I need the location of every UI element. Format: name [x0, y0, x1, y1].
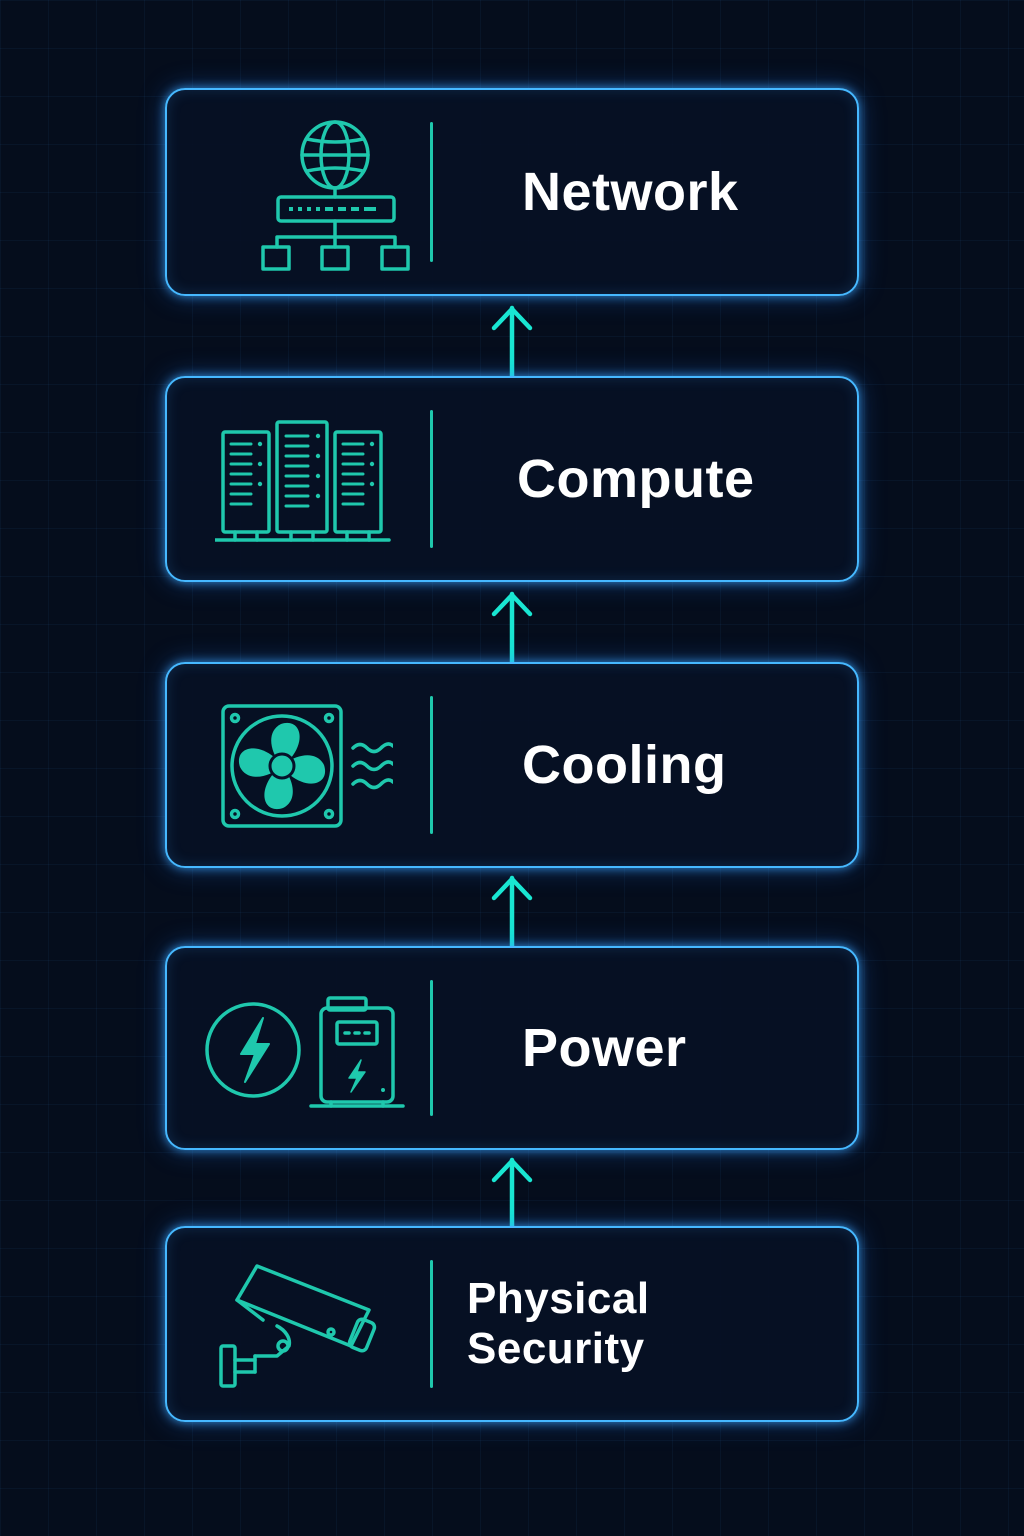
layer-divider	[430, 980, 433, 1116]
layer-cooling: Cooling	[165, 662, 859, 868]
security-icon-group	[197, 1228, 433, 1420]
layer-divider	[430, 696, 433, 834]
arrow-up-icon	[491, 875, 533, 946]
arrow-up-icon	[491, 1157, 533, 1226]
layer-label-physical-security: Physical Security	[467, 1274, 650, 1373]
security-camera-icon	[219, 1264, 377, 1388]
layer-power: Power	[165, 946, 859, 1150]
power-icon-group	[197, 948, 433, 1148]
layer-divider	[430, 410, 433, 548]
layer-physical-security: Physical Security	[165, 1226, 859, 1422]
layer-network: Network	[165, 88, 859, 296]
layer-label-cooling: Cooling	[522, 735, 727, 795]
compute-icon-group	[197, 378, 433, 580]
layer-label-power: Power	[522, 1018, 687, 1078]
cooling-icon-group	[197, 664, 433, 866]
power-icon	[205, 996, 405, 1108]
cooling-fan-icon	[221, 704, 393, 828]
arrow-up-icon	[491, 305, 533, 376]
layer-divider	[430, 122, 433, 262]
network-icon-group	[197, 90, 433, 294]
arrow-up-icon	[491, 591, 533, 662]
layer-divider	[430, 1260, 433, 1388]
layer-compute: Compute	[165, 376, 859, 582]
layer-label-network: Network	[522, 162, 739, 222]
layer-label-compute: Compute	[517, 449, 755, 509]
server-rack-icon	[215, 420, 391, 542]
network-icon	[261, 120, 410, 271]
